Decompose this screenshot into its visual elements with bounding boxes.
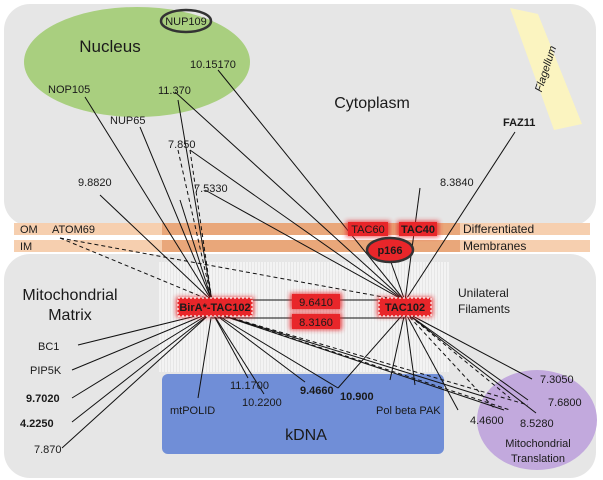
tac102-box xyxy=(377,297,433,317)
protein-9-8820: 9.8820 xyxy=(78,177,112,189)
protein-pol-beta-pak: Pol beta PAK xyxy=(376,405,441,417)
p166-outline xyxy=(365,236,415,264)
protein-9-6410: 9.6410 xyxy=(299,297,333,309)
protein-9-4660: 9.4660 xyxy=(300,385,334,397)
kdna-region xyxy=(162,374,444,454)
id-8-3160-box xyxy=(290,313,342,330)
protein-7-6800: 7.6800 xyxy=(548,397,582,409)
nucleus-region xyxy=(24,7,250,117)
nup109-highlight xyxy=(159,8,213,34)
protein-9-7020: 9.7020 xyxy=(26,393,60,405)
protein-7-3050: 7.3050 xyxy=(540,374,574,386)
mitochondrial-translation-region xyxy=(477,370,597,470)
protein-7-5330: 7.5330 xyxy=(194,183,228,195)
protein-atom69: ATOM69 xyxy=(52,224,95,236)
protein-nup65: NUP65 xyxy=(110,115,145,127)
tac40-box xyxy=(397,221,439,237)
protein-10-15170: 10.15170 xyxy=(190,59,236,71)
protein-8-3160: 8.3160 xyxy=(299,317,333,329)
filaments-label-2: Filaments xyxy=(458,302,510,316)
protein-nop105: NOP105 xyxy=(48,84,90,96)
flagellum-region xyxy=(510,8,582,130)
protein-bc1: BC1 xyxy=(38,341,59,353)
protein-7-870: 7.870 xyxy=(34,444,62,456)
protein-8-3840: 8.3840 xyxy=(440,177,474,189)
protein-tac102: TAC102 xyxy=(385,302,425,314)
nucleus-label: Nucleus xyxy=(79,37,140,56)
protein-tac60: TAC60 xyxy=(351,224,384,236)
protein-4-4600: 4.4600 xyxy=(470,415,504,427)
id-9-6410-box xyxy=(290,293,342,310)
protein-7-850: 7.850 xyxy=(168,139,196,151)
protein-bira-tac102: BirA*-TAC102 xyxy=(179,302,250,314)
om-label: OM xyxy=(20,224,38,236)
matrix-label-2: Matrix xyxy=(48,307,92,324)
protein-11-370: 11.370 xyxy=(158,85,191,97)
translation-label-2: Translation xyxy=(511,453,565,465)
protein-p166: p166 xyxy=(377,245,402,257)
protein-10-2200: 10.2200 xyxy=(242,397,282,409)
protein-nup109: NUP109 xyxy=(165,16,207,28)
translation-label-1: Mitochondrial xyxy=(505,438,570,450)
differentiated-membrane-im xyxy=(162,240,460,252)
protein-11-1700: 11.1700 xyxy=(230,380,269,392)
bira-tac102-box xyxy=(176,297,254,317)
differentiated-label-1: Differentiated xyxy=(463,222,534,236)
protein-tac40: TAC40 xyxy=(401,224,435,236)
protein-10-900: 10.900 xyxy=(340,391,374,403)
matrix-label-1: Mitochondrial xyxy=(22,287,117,304)
protein-faz11: FAZ11 xyxy=(503,117,535,129)
differentiated-label-2: Membranes xyxy=(463,239,526,253)
cytoplasm-label: Cytoplasm xyxy=(334,95,410,112)
protein-8-5280: 8.5280 xyxy=(520,418,554,430)
protein-4-2250: 4.2250 xyxy=(20,418,54,430)
kdna-label: kDNA xyxy=(285,427,327,444)
interaction-lines-dashed xyxy=(59,149,529,411)
tac60-box xyxy=(346,221,390,237)
filaments-label-1: Unilateral xyxy=(458,286,509,300)
protein-pip5k: PIP5K xyxy=(30,365,62,377)
im-label: IM xyxy=(20,241,32,253)
protein-mtpolid: mtPOLID xyxy=(170,405,215,417)
